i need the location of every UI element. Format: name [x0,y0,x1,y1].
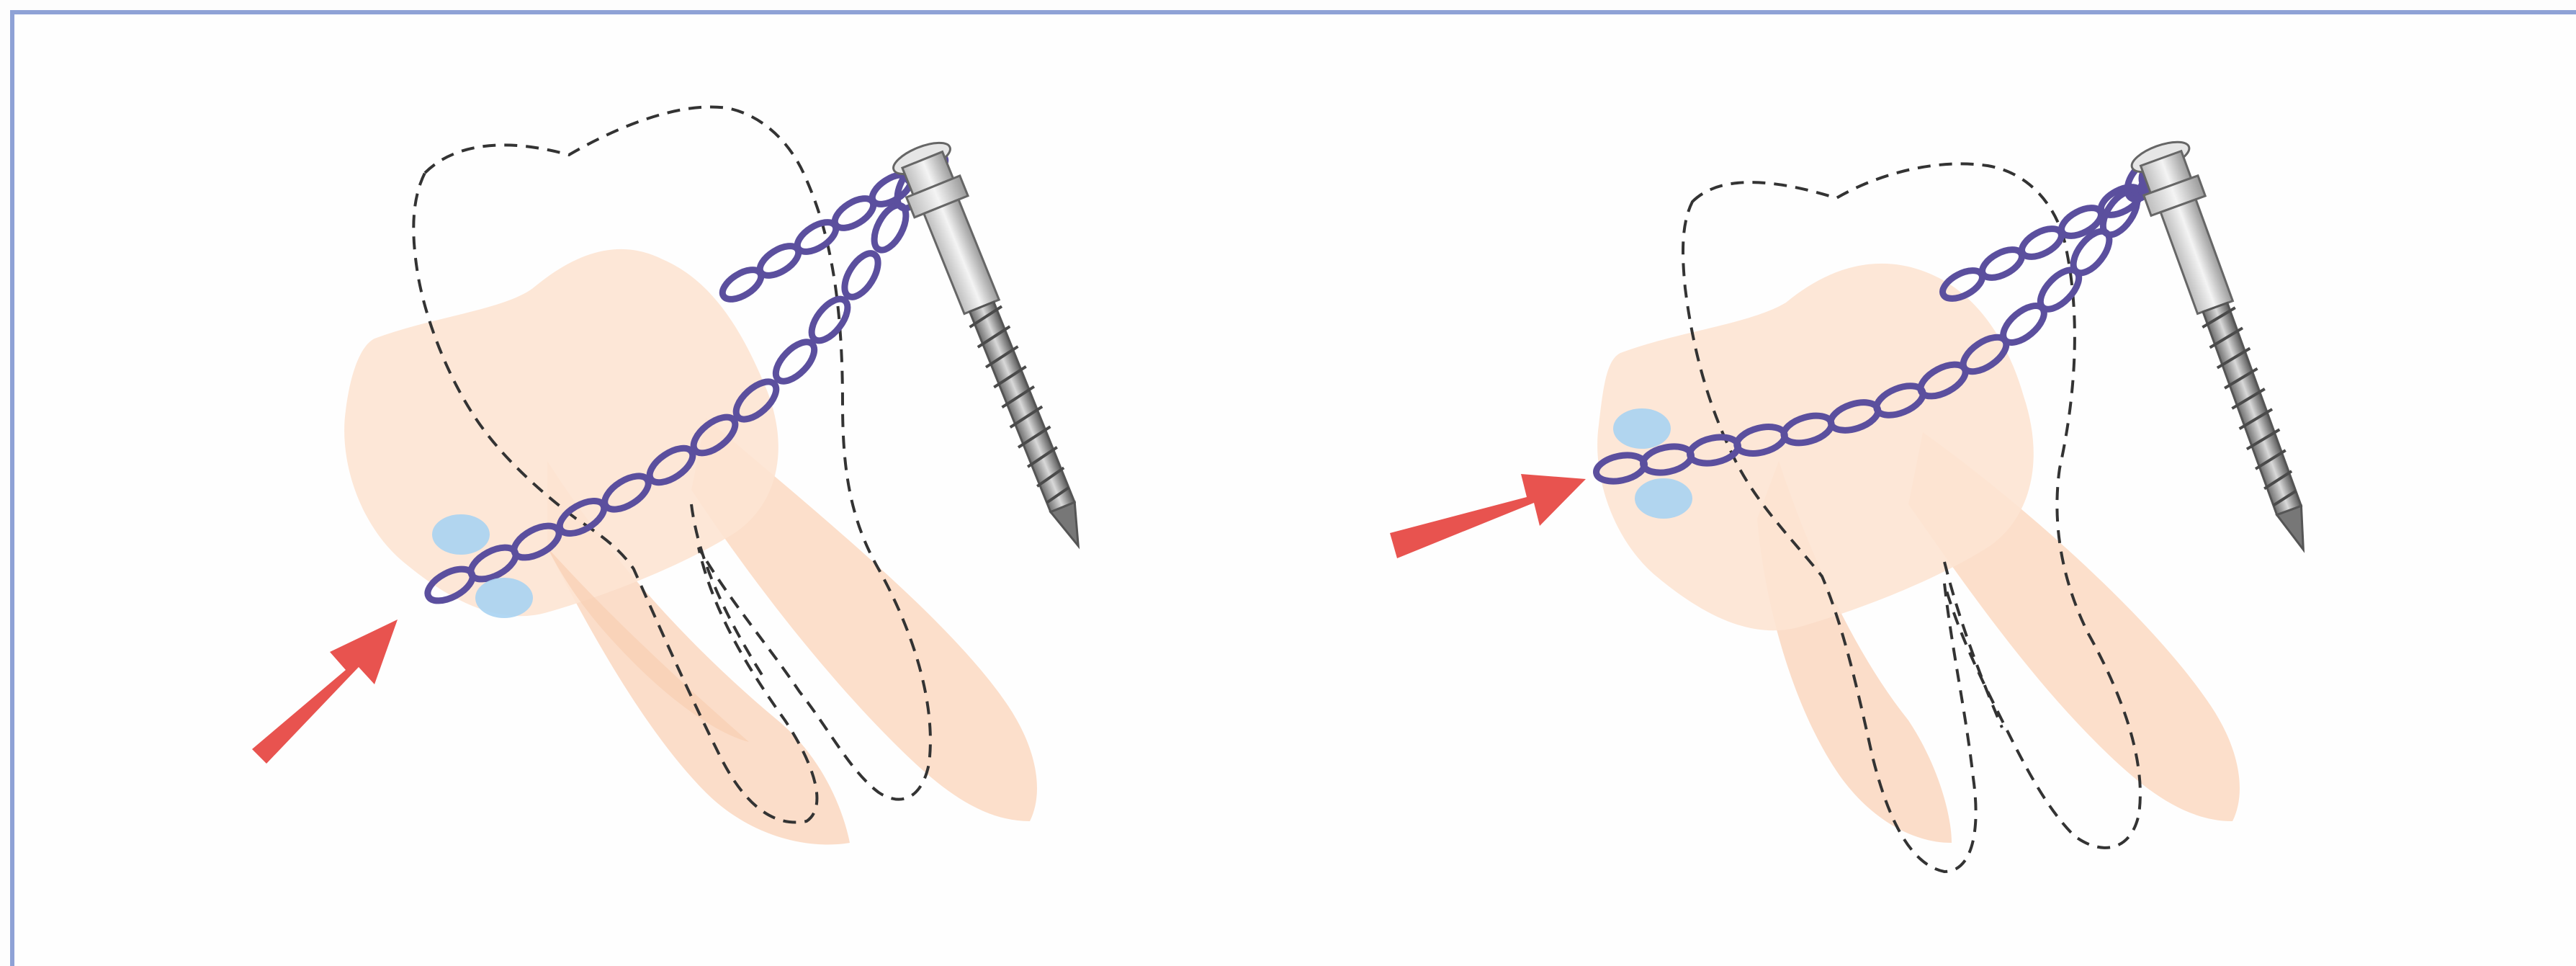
miniscrew-icon [889,136,1106,557]
chain-link [769,336,821,388]
chain-link [805,293,855,347]
panel-before [0,0,1260,966]
arrow-icon [1390,474,1586,558]
panel-before-svg [0,0,1260,966]
tooth [1597,264,2240,843]
chain-link [838,248,885,303]
arrow-icon [252,620,398,764]
tooth-crown [344,249,778,616]
miniscrew-icon [2128,136,2332,560]
panel-after-svg [1260,0,2576,966]
panel-after [1260,0,2576,966]
